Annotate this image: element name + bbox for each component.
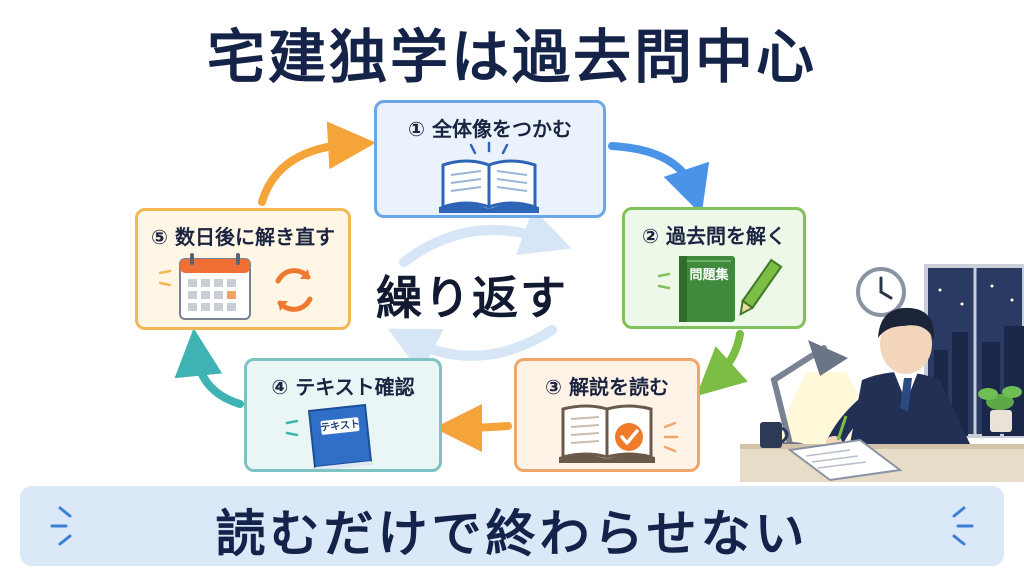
workbook-pencil-icon	[657, 256, 783, 322]
arrow-1-to-2	[608, 142, 710, 215]
step-card-3: ③ 解説を読む	[514, 358, 700, 472]
book-check-icon	[559, 404, 679, 463]
step-label-1: ① 全体像をつかむ	[408, 117, 572, 141]
step-label-5: ⑤ 数日後に解き直す	[151, 225, 335, 249]
step-label-2: ② 過去問を解く	[642, 224, 786, 248]
calendar-refresh-icon	[158, 253, 313, 320]
open-book-icon	[439, 141, 539, 213]
repeat-label: 繰り返す	[376, 271, 568, 325]
step-label-3: ③ 解説を読む	[545, 375, 669, 399]
step-card-5: ⑤ 数日後に解き直す	[135, 208, 351, 330]
banner-text: 読むだけで終わらせない	[215, 505, 809, 563]
center-cycle-bottom	[387, 325, 557, 374]
arrow-2-to-3	[696, 330, 748, 397]
bottom-banner: 読むだけで終わらせない	[20, 486, 1004, 566]
arrow-5-to-1	[258, 121, 376, 206]
step-label-4: ④ テキスト確認	[271, 375, 415, 399]
arrow-4-to-5	[174, 328, 244, 408]
arrow-3-to-4	[434, 403, 512, 452]
step-card-1: ① 全体像をつかむ	[374, 100, 606, 218]
student-illustration	[740, 264, 1024, 482]
banner-spark-icons	[50, 506, 974, 546]
page-title: 宅建独学は過去問中心	[206, 23, 817, 91]
textbook-icon	[285, 403, 373, 469]
step-card-2: ② 過去問を解く 問題集	[622, 207, 806, 329]
workbook-label: 問題集	[689, 268, 729, 283]
step-card-4: ④ テキスト確認 テキスト	[244, 358, 442, 472]
center-cycle-top	[399, 208, 572, 267]
